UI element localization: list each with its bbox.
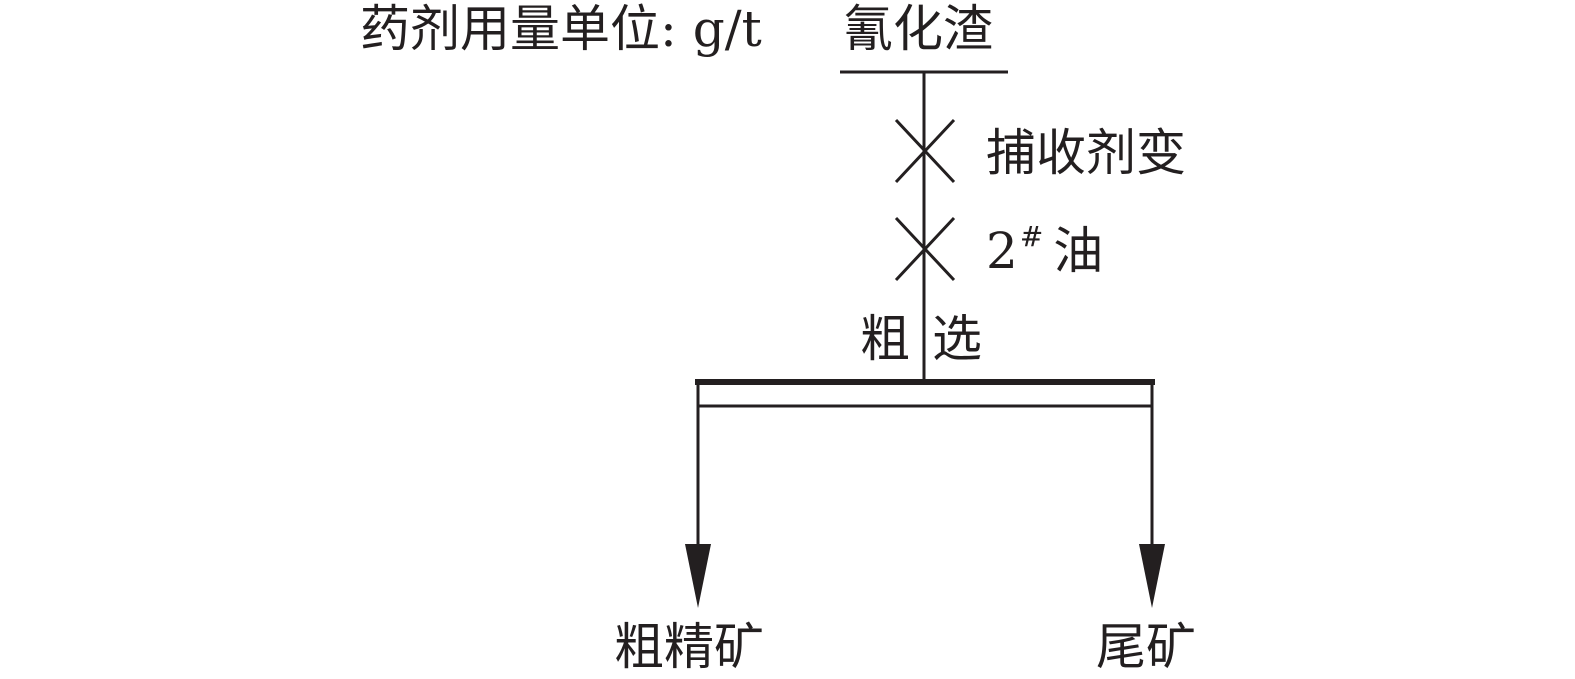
concentrate-arrowhead (685, 544, 711, 608)
reagent-frother-name: 油 (1053, 222, 1104, 280)
feed-label: 氰化渣 (843, 0, 993, 58)
reagent-addition-mark-1 (894, 118, 956, 184)
operation-label-part2: 选 (932, 310, 982, 368)
operation-label-part1: 粗 (860, 310, 910, 368)
dosage-unit-note: 药剂用量单位: g/t (360, 0, 762, 58)
reagent-frother-label: 2#油 (986, 223, 1103, 276)
reagent-frother-sup: # (1019, 220, 1044, 254)
concentrate-label: 粗精矿 (614, 618, 764, 676)
reagent-frother-number: 2 (986, 222, 1018, 280)
reagent-addition-mark-2 (894, 216, 956, 282)
reagent-collector-label: 捕收剂变 (986, 124, 1186, 182)
tailings-arrowhead (1139, 544, 1165, 608)
tailings-label: 尾矿 (1096, 618, 1196, 676)
